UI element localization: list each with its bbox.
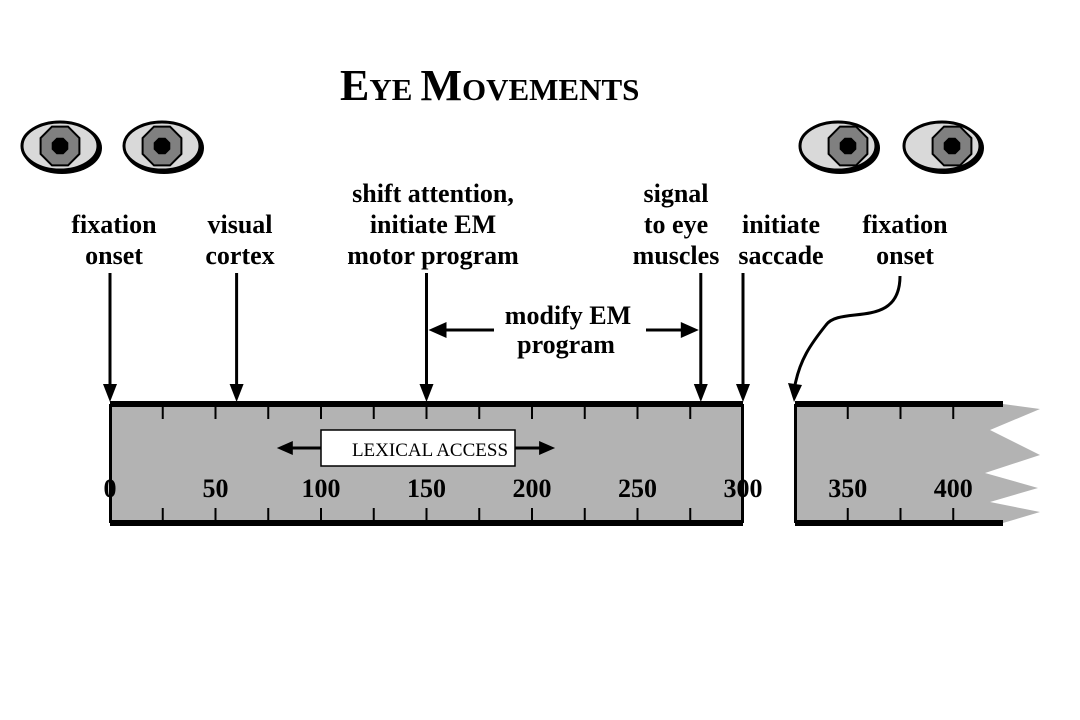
modify-arrow-left-head xyxy=(428,322,447,338)
pupil xyxy=(839,137,857,155)
modify-label-line: program xyxy=(517,330,615,359)
tick-label: 400 xyxy=(934,474,973,503)
event-label-line: initiate xyxy=(742,210,820,239)
left-eye-2 xyxy=(122,120,204,174)
timeline-segment-1-right-edge xyxy=(741,404,744,523)
lexical-arrow-right-head xyxy=(539,441,556,455)
lexical-access-label: LEXICAL ACCESS xyxy=(352,440,508,461)
arrowhead xyxy=(103,384,117,402)
event-label-line: onset xyxy=(85,241,143,270)
event-label-line: initiate EM xyxy=(370,210,496,239)
event-label-line: fixation xyxy=(862,210,948,239)
curved-arrow xyxy=(793,275,902,386)
tick-label: 0 xyxy=(104,474,117,503)
event-label-line: saccade xyxy=(738,241,823,270)
tick-label: 250 xyxy=(618,474,657,503)
pupil xyxy=(153,137,171,155)
arrowhead xyxy=(788,383,802,402)
event-label-line: signal xyxy=(643,179,708,208)
event-label-line: to eye xyxy=(644,210,708,239)
tick-label: 200 xyxy=(513,474,552,503)
tick-label: 50 xyxy=(203,474,229,503)
title-rest-ovements: OVEMENTS xyxy=(462,72,639,107)
timeline-segment-2-left-edge xyxy=(794,404,797,523)
timeline-segment-2-top-edge xyxy=(795,401,1003,407)
arrowhead xyxy=(229,384,244,402)
event-label-line: onset xyxy=(876,241,934,270)
pupil xyxy=(943,137,961,155)
modify-label-line: modify EM xyxy=(505,301,631,330)
right-eye-1 xyxy=(798,120,880,174)
event-label-line: fixation xyxy=(71,210,157,239)
event-label-line: visual xyxy=(207,210,272,239)
arrowhead xyxy=(693,384,708,402)
eyes-group xyxy=(20,120,984,174)
tick-label: 350 xyxy=(828,474,867,503)
timeline: 0 50 100 150 200 250 300 350 400 xyxy=(104,401,1040,526)
lexical-access-annotation: LEXICAL ACCESS xyxy=(276,429,556,467)
right-eye-2 xyxy=(902,120,984,174)
left-eye-1 xyxy=(20,120,102,174)
pupil xyxy=(51,137,69,155)
tick-label: 300 xyxy=(724,474,763,503)
tick-label: 150 xyxy=(407,474,446,503)
event-label-line: muscles xyxy=(633,241,720,270)
timeline-segment-2-bottom-edge xyxy=(795,520,1003,526)
timeline-segment-2 xyxy=(795,404,1040,523)
tick-label: 100 xyxy=(302,474,341,503)
title-rest-ye: YE xyxy=(369,72,412,107)
title-initial-m: M xyxy=(420,61,462,110)
event-label-line: shift attention, xyxy=(352,179,514,208)
event-label-line: cortex xyxy=(205,241,274,270)
title-initial-e: E xyxy=(340,61,369,110)
event-label-line: motor program xyxy=(347,241,519,270)
arrowhead xyxy=(736,384,750,402)
arrowhead xyxy=(419,384,434,402)
timeline-segment-1-left-edge xyxy=(109,404,112,523)
modify-arrow-right-head xyxy=(680,322,699,338)
lexical-arrow-left-head xyxy=(276,441,293,455)
lexical-access-box xyxy=(320,429,516,467)
